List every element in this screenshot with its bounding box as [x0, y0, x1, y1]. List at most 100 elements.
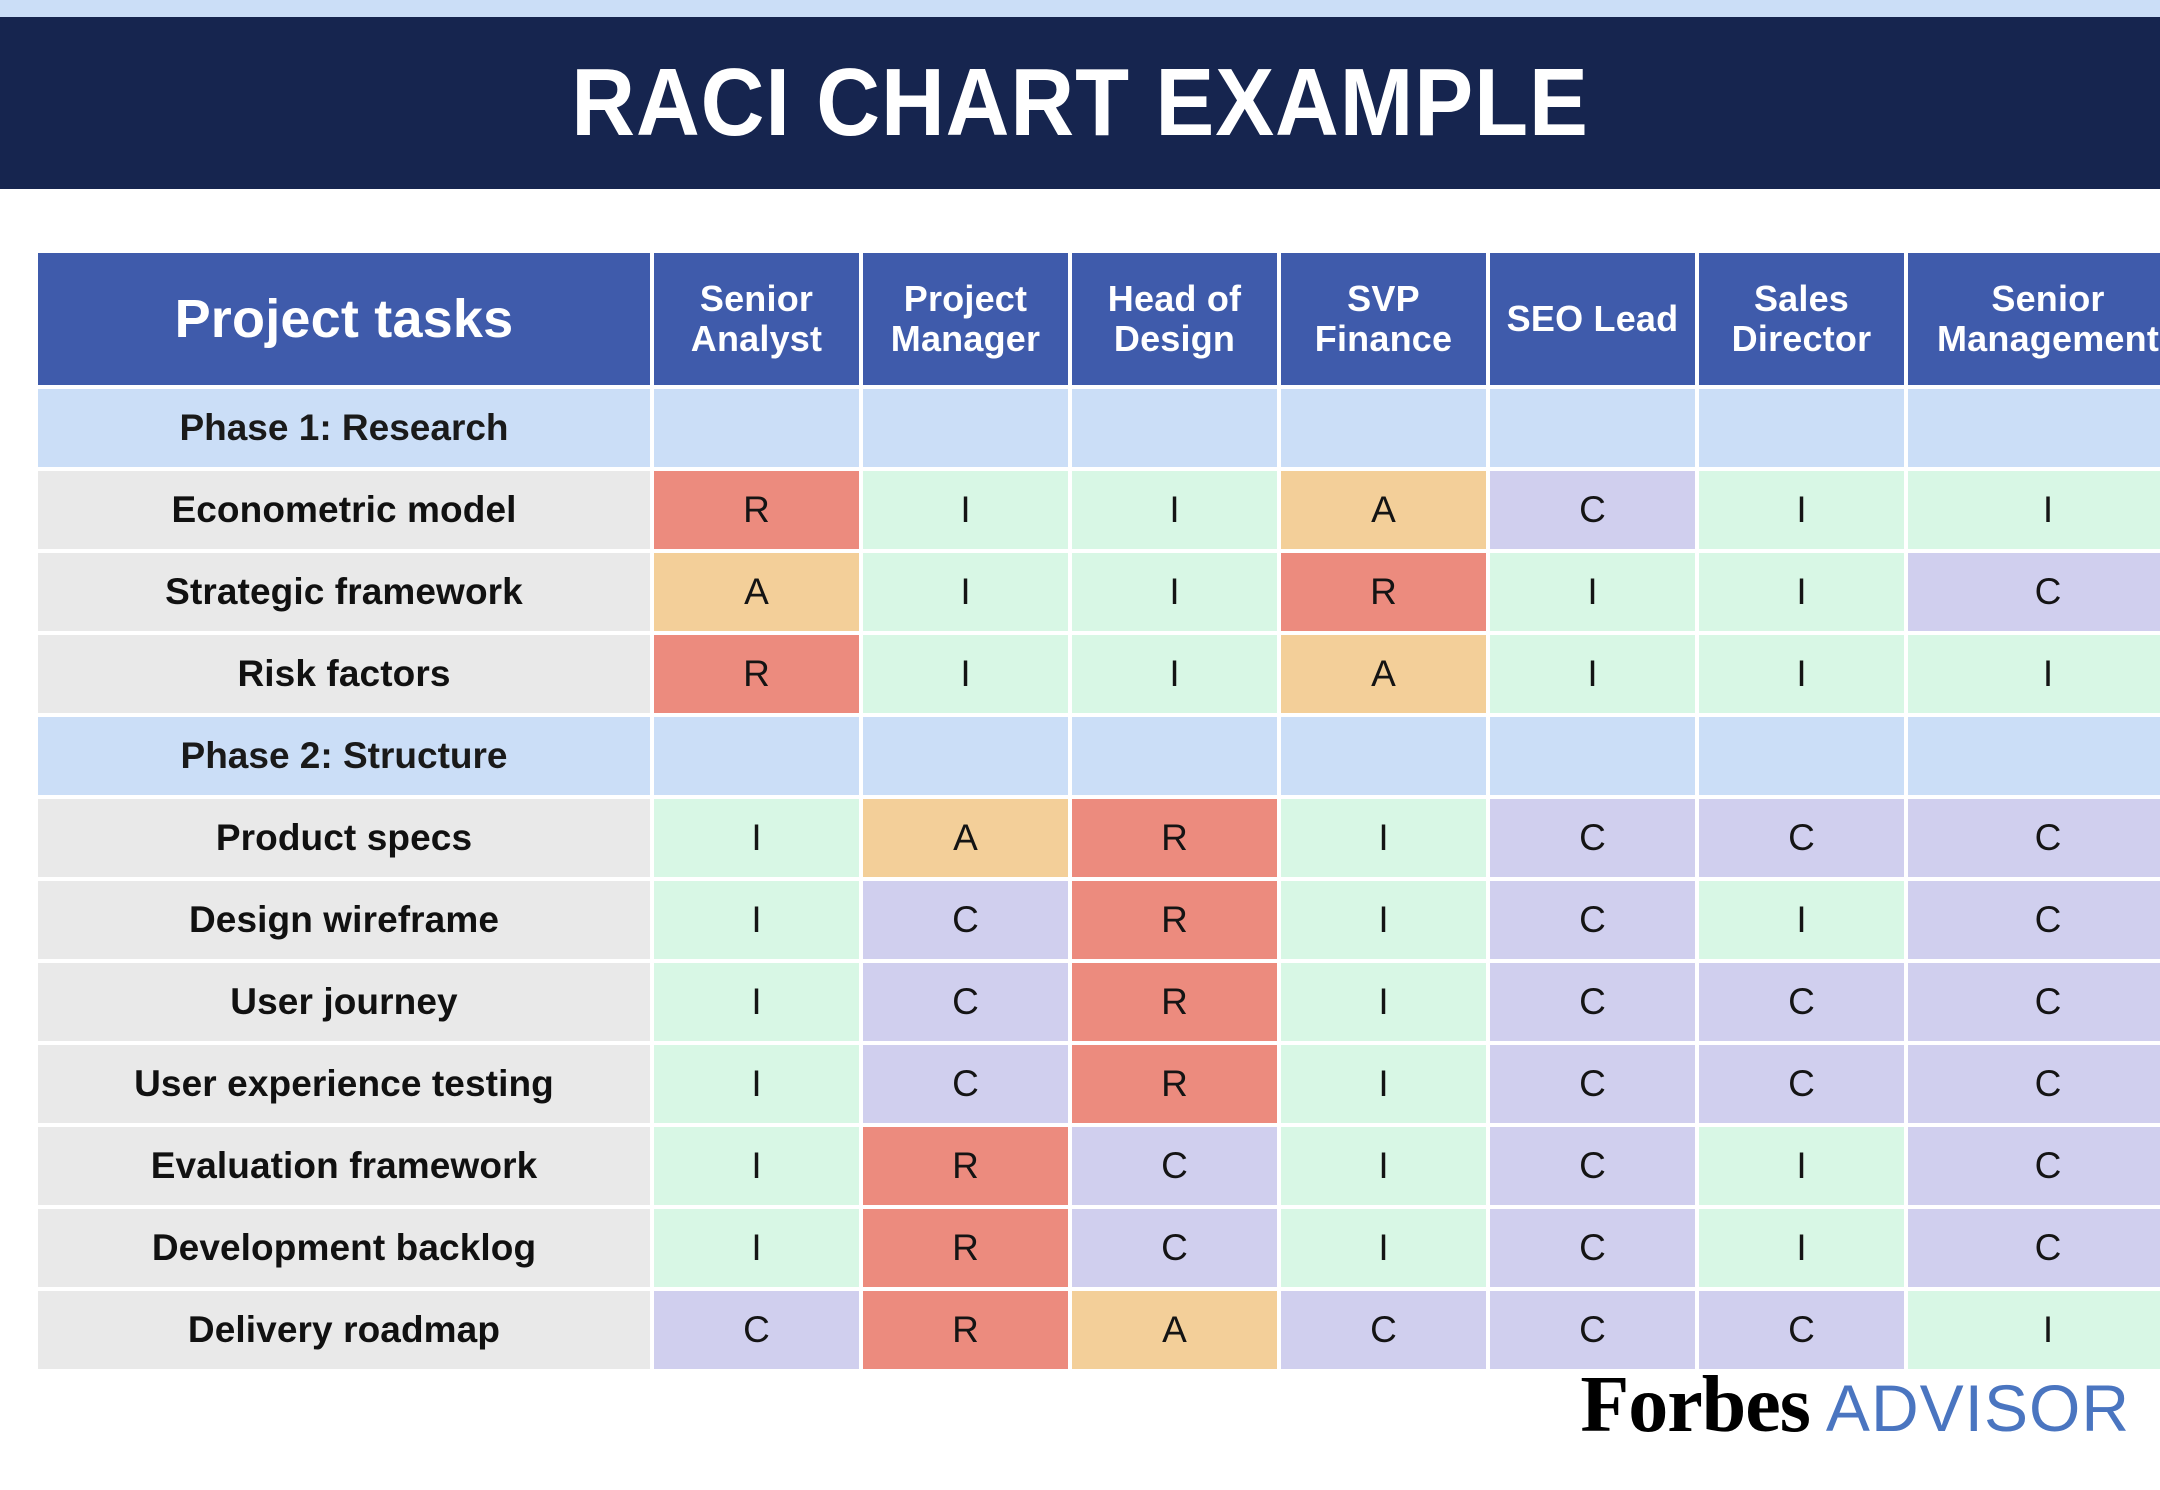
- raci-cell-c: C: [1908, 799, 2160, 877]
- raci-cell-c: C: [1490, 471, 1695, 549]
- raci-cell-c: C: [1699, 1045, 1904, 1123]
- raci-cell-empty: [1281, 717, 1486, 795]
- raci-cell-i: I: [1072, 635, 1277, 713]
- raci-cell-c: C: [863, 881, 1068, 959]
- task-label: User experience testing: [38, 1045, 650, 1123]
- column-header-seo-lead: SEO Lead: [1490, 253, 1695, 385]
- raci-cell-i: I: [1281, 963, 1486, 1041]
- raci-cell-c: C: [1490, 963, 1695, 1041]
- raci-cell-c: C: [1908, 553, 2160, 631]
- raci-cell-c: C: [654, 1291, 859, 1369]
- raci-cell-r: R: [863, 1291, 1068, 1369]
- task-label: User journey: [38, 963, 650, 1041]
- raci-cell-c: C: [1699, 1291, 1904, 1369]
- raci-cell-i: I: [1281, 1127, 1486, 1205]
- raci-cell-empty: [1908, 717, 2160, 795]
- raci-cell-empty: [1699, 717, 1904, 795]
- raci-cell-r: R: [1072, 881, 1277, 959]
- task-label: Product specs: [38, 799, 650, 877]
- page-title: RACI CHART EXAMPLE: [571, 49, 1589, 156]
- raci-cell-c: C: [1908, 1045, 2160, 1123]
- raci-cell-i: I: [1908, 1291, 2160, 1369]
- raci-cell-empty: [1281, 389, 1486, 467]
- raci-cell-i: I: [654, 799, 859, 877]
- raci-cell-r: R: [1072, 1045, 1277, 1123]
- raci-cell-empty: [1072, 717, 1277, 795]
- raci-cell-i: I: [1490, 553, 1695, 631]
- phase-label: Phase 2: Structure: [38, 717, 650, 795]
- raci-cell-c: C: [1908, 881, 2160, 959]
- raci-cell-c: C: [863, 963, 1068, 1041]
- raci-cell-i: I: [654, 881, 859, 959]
- raci-cell-i: I: [654, 1209, 859, 1287]
- raci-cell-c: C: [1072, 1127, 1277, 1205]
- task-label: Development backlog: [38, 1209, 650, 1287]
- table-header: Project tasks Senior Analyst Project Man…: [38, 253, 2160, 385]
- header-row: Project tasks Senior Analyst Project Man…: [38, 253, 2160, 385]
- raci-cell-i: I: [1072, 553, 1277, 631]
- raci-cell-c: C: [1699, 963, 1904, 1041]
- advisor-wordmark: ADVISOR: [1825, 1371, 2130, 1445]
- raci-cell-r: R: [863, 1209, 1068, 1287]
- raci-cell-c: C: [1490, 1127, 1695, 1205]
- raci-cell-i: I: [1072, 471, 1277, 549]
- raci-cell-empty: [654, 717, 859, 795]
- task-label: Strategic framework: [38, 553, 650, 631]
- raci-cell-empty: [1490, 389, 1695, 467]
- column-header-head-of-design: Head of Design: [1072, 253, 1277, 385]
- raci-cell-r: R: [654, 471, 859, 549]
- raci-cell-r: R: [1072, 963, 1277, 1041]
- raci-cell-c: C: [1908, 1209, 2160, 1287]
- raci-cell-i: I: [1281, 1209, 1486, 1287]
- column-header-svp-finance: SVP Finance: [1281, 253, 1486, 385]
- raci-cell-a: A: [1281, 471, 1486, 549]
- raci-cell-i: I: [1699, 881, 1904, 959]
- column-header-senior-management: Senior Management: [1908, 253, 2160, 385]
- raci-cell-i: I: [1281, 881, 1486, 959]
- phase-row: Phase 1: Research: [38, 389, 2160, 467]
- raci-cell-i: I: [1908, 471, 2160, 549]
- raci-cell-r: R: [654, 635, 859, 713]
- raci-cell-c: C: [1490, 799, 1695, 877]
- raci-cell-empty: [1908, 389, 2160, 467]
- top-accent-strip: [0, 0, 2160, 17]
- raci-cell-i: I: [863, 553, 1068, 631]
- raci-cell-a: A: [654, 553, 859, 631]
- raci-table-container: Project tasks Senior Analyst Project Man…: [38, 253, 2160, 1369]
- raci-cell-i: I: [1699, 553, 1904, 631]
- raci-cell-c: C: [1490, 881, 1695, 959]
- forbes-wordmark: Forbes: [1580, 1361, 1811, 1449]
- phase-row: Phase 2: Structure: [38, 717, 2160, 795]
- raci-cell-i: I: [863, 471, 1068, 549]
- raci-table: Project tasks Senior Analyst Project Man…: [34, 249, 2160, 1373]
- column-header-project-tasks: Project tasks: [38, 253, 650, 385]
- raci-cell-empty: [654, 389, 859, 467]
- raci-cell-i: I: [863, 635, 1068, 713]
- task-label: Econometric model: [38, 471, 650, 549]
- raci-cell-empty: [863, 717, 1068, 795]
- raci-cell-a: A: [1072, 1291, 1277, 1369]
- raci-cell-c: C: [1908, 1127, 2160, 1205]
- raci-cell-empty: [1072, 389, 1277, 467]
- raci-cell-c: C: [1490, 1045, 1695, 1123]
- raci-cell-i: I: [654, 963, 859, 1041]
- raci-cell-c: C: [1908, 963, 2160, 1041]
- raci-cell-r: R: [1281, 553, 1486, 631]
- raci-cell-c: C: [1699, 799, 1904, 877]
- column-header-sales-director: Sales Director: [1699, 253, 1904, 385]
- raci-cell-i: I: [1699, 1209, 1904, 1287]
- task-label: Evaluation framework: [38, 1127, 650, 1205]
- raci-cell-empty: [1490, 717, 1695, 795]
- raci-cell-i: I: [1490, 635, 1695, 713]
- raci-cell-empty: [1699, 389, 1904, 467]
